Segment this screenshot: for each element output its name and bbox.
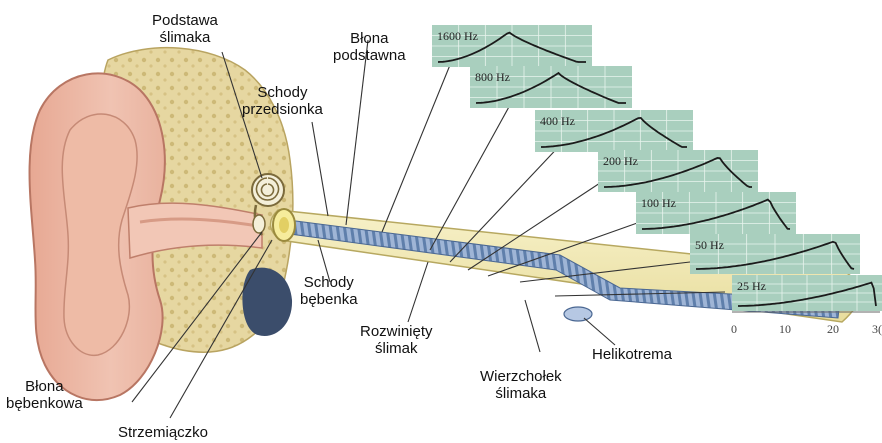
panel-frequency-label: 800 Hz — [475, 70, 510, 84]
label-blona-podstawna: Błona podstawna — [333, 30, 406, 64]
response-panel: 50 Hz — [690, 234, 860, 274]
response-panel: 200 Hz — [598, 150, 758, 192]
helicotrema-opening — [564, 307, 592, 321]
response-panel: 400 Hz — [535, 110, 693, 152]
panel-frequency-label: 1600 Hz — [437, 29, 478, 43]
axis-tick-0: 0 — [731, 322, 737, 336]
panel-frequency-label: 400 Hz — [540, 114, 575, 128]
response-panel: 800 Hz — [470, 66, 632, 108]
axis-tick-1: 10 — [779, 322, 791, 336]
label-wierzcholek-slimaka: Wierzchołek ślimaka — [480, 368, 562, 402]
response-panel: 1600 Hz — [432, 25, 592, 67]
label-podstawa-slimaka: Podstawa ślimaka — [152, 12, 218, 46]
panel-frequency-label: 25 Hz — [737, 279, 766, 293]
response-panel: 25 Hz — [732, 275, 882, 311]
label-rozwiniety-slimak: Rozwinięty ślimak — [360, 323, 433, 357]
label-helikotrema: Helikotrema — [592, 346, 672, 363]
panel-frequency-label: 200 Hz — [603, 154, 638, 168]
response-panel: 100 Hz — [636, 192, 796, 234]
axis-tick-3: 3( — [872, 322, 882, 336]
label-strzemiaczko: Strzemiączko — [118, 424, 208, 441]
label-blona-bebenkowa: Błona bębenkowa — [6, 378, 83, 412]
panel-frequency-label: 100 Hz — [641, 196, 676, 210]
panel-frequency-label: 50 Hz — [695, 238, 724, 252]
label-schody-bebenka: Schody bębenka — [300, 274, 358, 308]
axis-tick-2: 20 — [827, 322, 839, 336]
label-schody-przedsionka: Schody przedsionka — [242, 84, 323, 118]
